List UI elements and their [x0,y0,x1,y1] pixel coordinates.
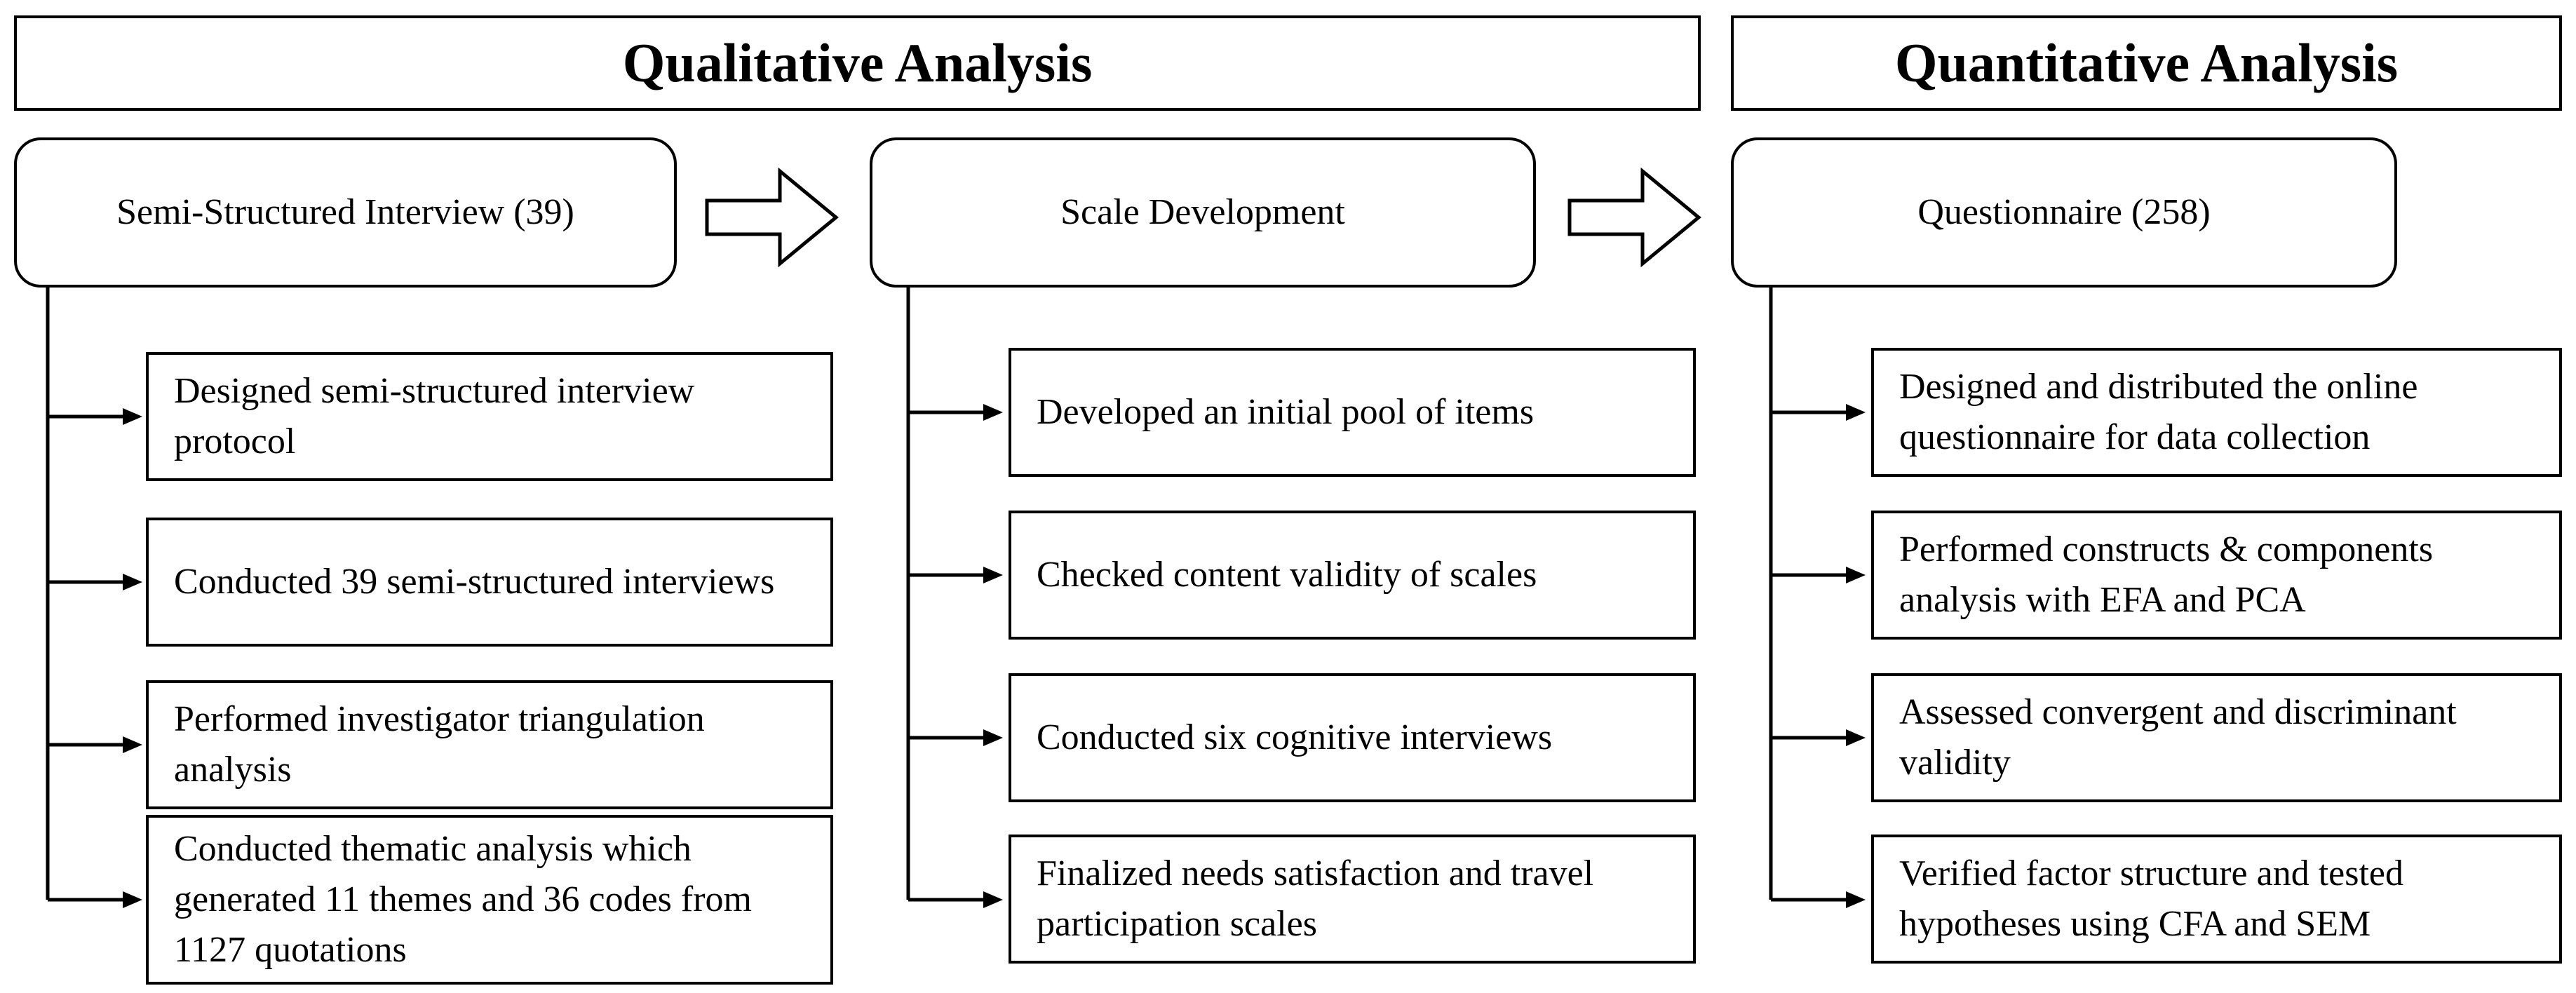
right-arrowhead-icon [123,891,142,908]
stage-label: Scale Development [1060,192,1345,232]
qualitative-analysis-title: Qualitative Analysis [622,32,1093,93]
step-text: Performed investigator triangulation ana… [174,699,705,790]
hollow-right-arrow-icon [1567,167,1701,268]
step-box: Conducted six cognitive interviews [1009,673,1696,802]
step-box: Checked content validity of scales [1009,511,1696,640]
quantitative-analysis-header: Quantitative Analysis [1731,15,2562,111]
step-text: Conducted thematic analysis which genera… [174,829,753,970]
right-arrowhead-icon [1846,567,1866,583]
step-text: Conducted six cognitive interviews [1037,717,1553,758]
step-box: Performed investigator triangulation ana… [146,680,833,809]
step-text: Verified factor structure and tested hyp… [1899,853,2404,944]
step-box: Designed and distributed the online ques… [1871,348,2562,477]
right-arrowhead-icon [983,404,1003,421]
step-box: Conducted thematic analysis which genera… [146,815,833,985]
right-arrowhead-icon [1846,404,1866,421]
stage-questionnaire: Questionnaire (258) [1731,137,2397,288]
step-text: Performed constructs & components analys… [1899,529,2434,620]
step-text: Finalized needs satisfaction and travel … [1037,853,1594,944]
right-arrowhead-icon [983,729,1003,746]
right-arrowhead-icon [123,736,142,753]
step-box: Performed constructs & components analys… [1871,511,2562,640]
step-box: Assessed convergent and discriminant val… [1871,673,2562,802]
right-arrowhead-icon [983,891,1003,908]
step-text: Checked content validity of scales [1037,555,1537,595]
stage-semi-structured-interview: Semi-Structured Interview (39) [14,137,677,288]
right-arrowhead-icon [983,567,1003,583]
right-arrowhead-icon [123,574,142,590]
step-box: Verified factor structure and tested hyp… [1871,835,2562,964]
right-arrowhead-icon [1846,729,1866,746]
step-text: Assessed convergent and discriminant val… [1899,692,2457,783]
stage-scale-development: Scale Development [870,137,1536,288]
step-text: Designed semi-structured interview proto… [174,371,695,461]
hollow-right-arrow-icon [705,167,839,268]
stage-label: Questionnaire (258) [1917,192,2211,232]
stage-label: Semi-Structured Interview (39) [116,192,574,232]
step-text: Conducted 39 semi-structured interviews [174,562,775,602]
right-arrowhead-icon [1846,891,1866,908]
step-box: Developed an initial pool of items [1009,348,1696,477]
right-arrowhead-icon [123,408,142,425]
step-box: Designed semi-structured interview proto… [146,352,833,481]
step-box: Finalized needs satisfaction and travel … [1009,835,1696,964]
step-text: Designed and distributed the online ques… [1899,367,2418,457]
quantitative-analysis-title: Quantitative Analysis [1894,32,2399,93]
step-text: Developed an initial pool of items [1037,392,1535,433]
qualitative-analysis-header: Qualitative Analysis [14,15,1701,111]
step-box: Conducted 39 semi-structured interviews [146,518,833,647]
